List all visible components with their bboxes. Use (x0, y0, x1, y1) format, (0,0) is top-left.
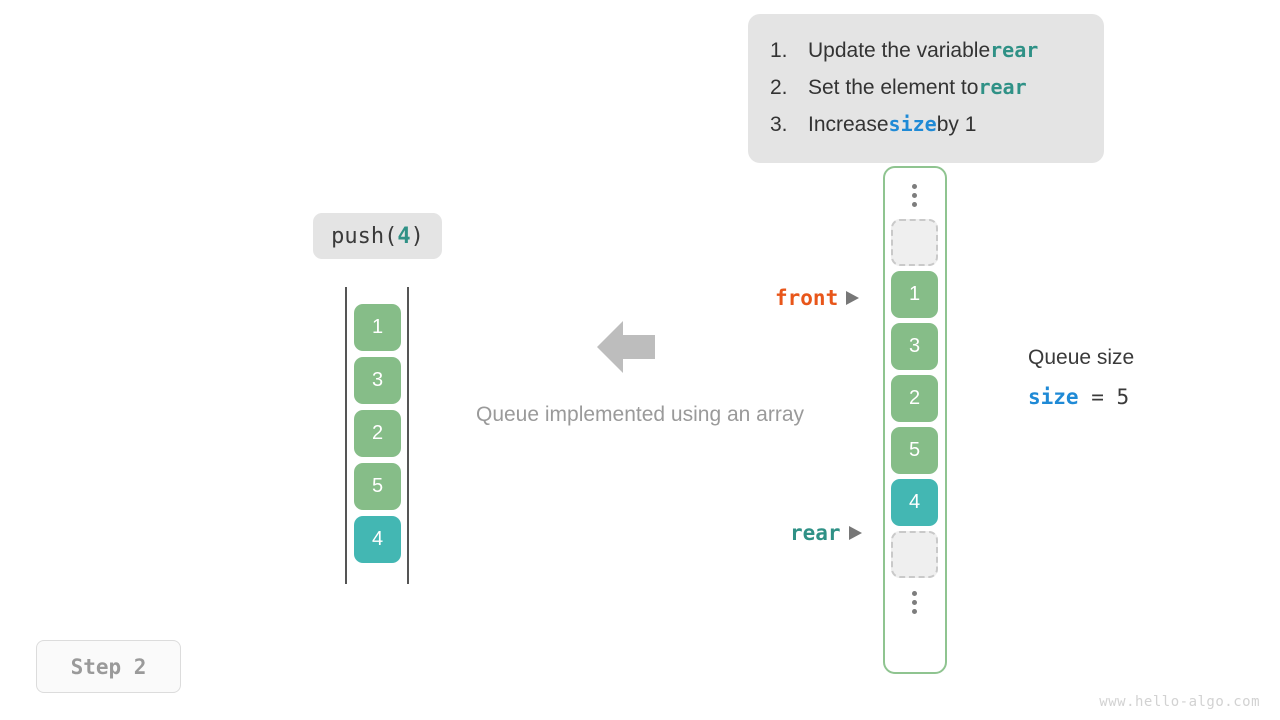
instruction-text-before: Set the element to (808, 76, 979, 99)
vertical-ellipsis-icon (891, 176, 938, 214)
queue-cell: 1 (354, 304, 401, 351)
arrow-right-icon (846, 291, 860, 305)
queue-size-readout: Queue size size = 5 (1028, 343, 1134, 412)
instruction-code-rear: rear (978, 75, 1027, 99)
memory-cell-empty (891, 531, 938, 578)
instruction-number: 2. (770, 76, 788, 99)
instruction-text-before: Increase (808, 113, 889, 136)
memory-array-container: 1 3 2 5 4 (883, 166, 947, 674)
instruction-number: 1. (770, 39, 788, 62)
operation-close-paren: ) (410, 223, 424, 249)
instruction-code-rear: rear (990, 38, 1039, 62)
operation-name: push( (331, 223, 398, 249)
queue-size-value: 5 (1116, 385, 1130, 409)
instruction-text-after: by 1 (936, 113, 977, 136)
queue-size-variable: size (1028, 385, 1079, 409)
queue-cell: 2 (354, 410, 401, 457)
front-pointer: front (775, 286, 860, 310)
queue-cell: 3 (354, 357, 401, 404)
diagram-caption: Queue implemented using an array (475, 403, 805, 426)
arrow-right-icon (848, 526, 862, 540)
front-pointer-label: front (775, 286, 839, 310)
logical-queue-cells: 1 3 2 5 4 (354, 304, 401, 563)
operation-label: push(4) (313, 213, 442, 259)
left-arrow-icon (597, 320, 655, 374)
operation-argument: 4 (397, 223, 411, 249)
queue-cell: 5 (354, 463, 401, 510)
watermark: www.hello-algo.com (1099, 694, 1260, 710)
instruction-code-size: size (888, 112, 937, 136)
instruction-number: 3. (770, 113, 788, 136)
queue-rail-right (407, 287, 409, 584)
instruction-item: 2. Set the element to rear (770, 69, 1082, 106)
memory-cell: 2 (891, 375, 938, 422)
memory-array-cells: 1 3 2 5 4 (891, 176, 938, 621)
queue-size-equals: = (1078, 385, 1117, 409)
rear-pointer: rear (790, 521, 862, 545)
queue-rail-left (345, 287, 347, 584)
instruction-item: 1. Update the variable rear (770, 32, 1082, 69)
queue-cell-new: 4 (354, 516, 401, 563)
step-badge: Step 2 (36, 640, 181, 693)
memory-cell: 1 (891, 271, 938, 318)
memory-cell: 3 (891, 323, 938, 370)
instruction-text-before: Update the variable (808, 39, 991, 62)
instruction-panel: 1. Update the variable rear 2. Set the e… (748, 14, 1104, 163)
rear-pointer-label: rear (790, 521, 841, 545)
memory-cell-new: 4 (891, 479, 938, 526)
instruction-item: 3. Increase size by 1 (770, 106, 1082, 143)
memory-cell-empty (891, 219, 938, 266)
queue-size-expression: size = 5 (1028, 382, 1134, 412)
logical-queue: 1 3 2 5 4 (345, 287, 409, 584)
vertical-ellipsis-icon (891, 583, 938, 621)
memory-cell: 5 (891, 427, 938, 474)
queue-size-title: Queue size (1028, 346, 1135, 369)
